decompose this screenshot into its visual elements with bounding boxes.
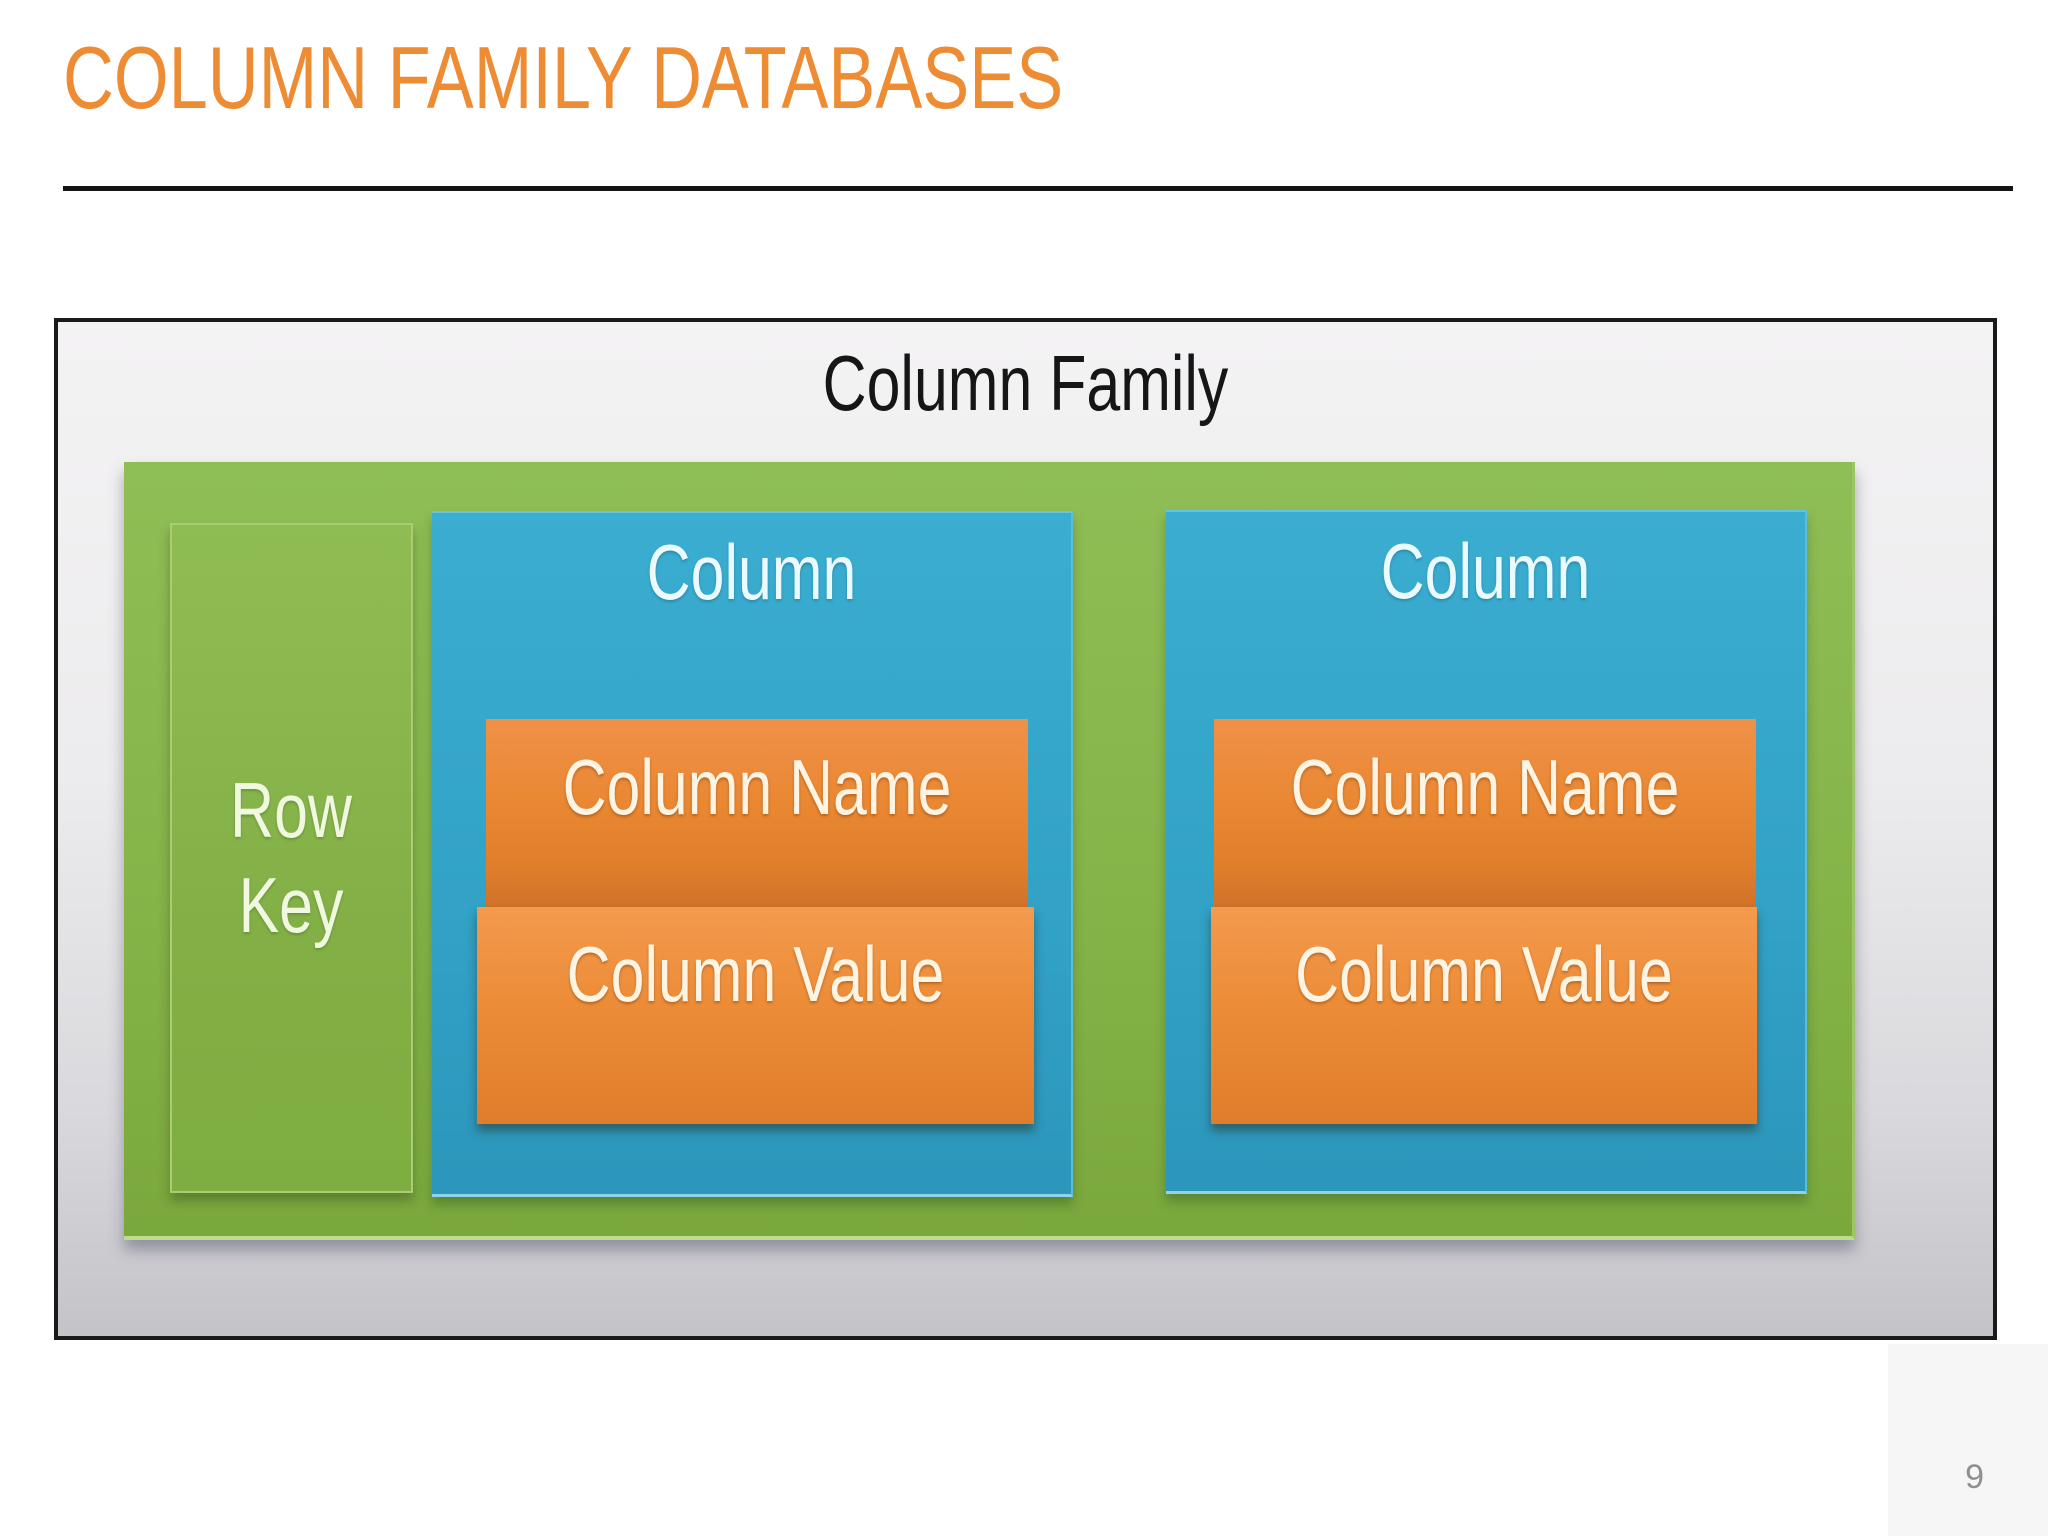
- column-2-value-label: Column Value: [1295, 930, 1673, 1018]
- title-underline: [63, 186, 2013, 191]
- column-1-name-box: Column Name: [486, 719, 1028, 907]
- row-key-line2: Key: [239, 861, 344, 949]
- column-family-label: Column Family: [822, 339, 1229, 427]
- column-family-container: Column Family Row Key Column Column Name…: [54, 318, 1997, 1340]
- column-1-value-box: Column Value: [477, 907, 1034, 1124]
- row-box: Row Key Column Column Name Column Value …: [124, 462, 1855, 1240]
- column-1-value-label: Column Value: [566, 930, 945, 1018]
- slide-title: COLUMN FAMILY DATABASES: [63, 28, 1064, 127]
- row-key-box: Row Key: [170, 523, 413, 1193]
- column-box-1-title: Column: [646, 528, 857, 616]
- column-2-name-box: Column Name: [1214, 719, 1756, 907]
- column-box-2-title: Column: [1380, 527, 1591, 615]
- page-number: 9: [1965, 1458, 1984, 1496]
- row-key-label: Row Key: [231, 763, 353, 953]
- column-1-name-label: Column Name: [562, 743, 952, 831]
- bottom-right-decoration: [1888, 1344, 2048, 1536]
- column-box-2: Column Column Name Column Value: [1166, 510, 1807, 1194]
- row-key-line1: Row: [230, 765, 353, 854]
- column-2-name-label: Column Name: [1290, 743, 1680, 831]
- column-box-1: Column Column Name Column Value: [432, 511, 1073, 1197]
- column-2-value-box: Column Value: [1211, 907, 1757, 1124]
